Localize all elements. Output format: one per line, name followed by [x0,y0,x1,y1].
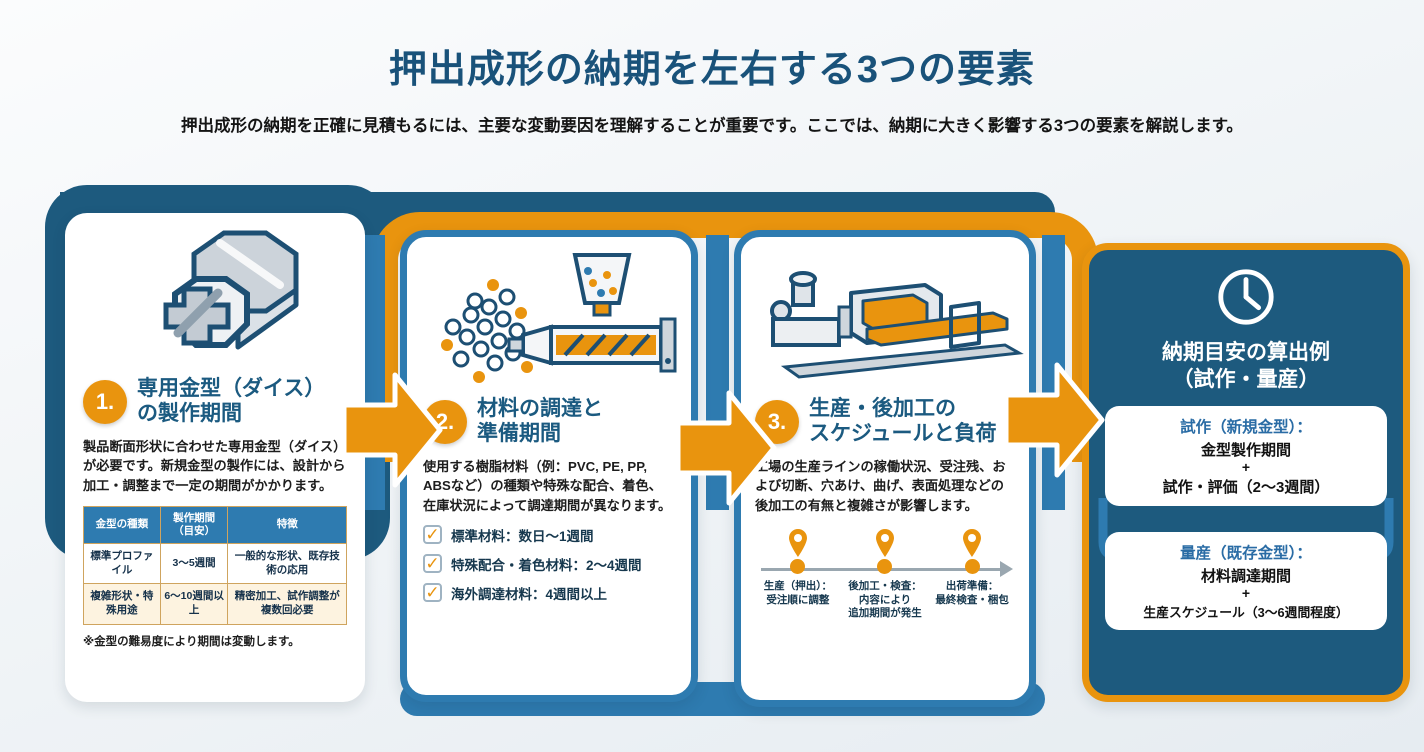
table-header: 特徴 [227,505,347,545]
calc-box-label: 量産（既存金型）： [1180,544,1312,562]
checklist-item: ✓ 標準材料：数日〜1週間 [423,525,675,545]
table-row: 複雑形状・特殊用途 6〜10週間以上 精密加工、試作調整が複数回必要 [83,583,347,625]
timeline-label: 後加工・検査： 内容により 追加期間が発生 [848,579,922,620]
step-number-badge: 1. [83,379,127,424]
card4-title: 納期目安の算出例 （試作・量産） [1162,341,1330,392]
card3-title: 生産・後加工の スケジュールと負荷 [809,397,997,445]
production-timeline: 生産（押出）： 受注順に調整 後加工・検査： 内容により 追加期間が発生 [755,528,1015,636]
check-icon: ✓ [423,525,442,545]
checklist-item: ✓ 海外調達材料：4週間以上 [423,583,675,603]
table-row: 標準プロファイル 3〜5週間 一般的な形状、既存技術の応用 [83,543,347,585]
pellets-extruder-icon [441,253,677,383]
card2-title: 材料の調達と 準備期間 [477,397,603,445]
check-icon: ✓ [423,554,442,574]
timeline-label: 出荷準備： 最終検査・梱包 [935,579,1009,606]
table-header: 製作期間（目安） [159,505,229,545]
timeline-dot [964,558,980,574]
table-header: 金型の種類 [83,505,161,545]
die-icon [163,230,299,350]
checklist-item: ✓ 特殊配合・着色材料：2〜4週間 [423,554,675,574]
die-type-table: 金型の種類 製作期間（目安） 特徴 標準プロファイル 3〜5週間 一般的な形状、… [83,505,347,625]
timeline-stop: 生産（押出）： 受注順に調整 [755,528,841,607]
timeline-stop: 後加工・検査： 内容により 追加期間が発生 [842,528,928,621]
clock-icon [1218,269,1274,325]
card-material-procurement: 2. 材料の調達と 準備期間 使用する樹脂材料（例：PVC, PE, PP, A… [400,230,698,702]
flow-arrow-icon [342,372,443,488]
card1-footnote: ※金型の難易度により期間は変動します。 [83,635,300,648]
card-production-schedule: 3. 生産・後加工の スケジュールと負荷 工場の生産ラインの稼働状況、受注残、お… [734,230,1036,707]
flow-arrow-icon [676,390,777,506]
map-pin-icon [788,528,807,557]
prototype-calc-box: 試作（新規金型）： 金型製作期間 + 試作・評価（2〜3週間） [1105,405,1387,506]
timeline-arrowhead [1000,560,1013,577]
card3-body: 工場の生産ラインの稼働状況、受注残、および切断、穴あけ、曲げ、表面処理などの後加… [755,458,1006,514]
timeline-label: 生産（押出）： 受注順に調整 [763,579,833,606]
card2-body: 使用する樹脂材料（例：PVC, PE, PP, ABSなど）の種類や特殊な配合、… [423,458,672,514]
calc-box-label: 試作（新規金型）： [1180,418,1312,436]
page-title: 押出成形の納期を左右する3つの要素 [388,49,1036,91]
timeline-dot [877,558,893,574]
card-leadtime-example: 納期目安の算出例 （試作・量産） 試作（新規金型）： 金型製作期間 + 試作・評… [1082,243,1410,702]
check-icon: ✓ [423,583,442,603]
map-pin-icon [875,528,894,557]
timeline-stop: 出荷準備： 最終検査・梱包 [929,528,1015,607]
massproduction-calc-box: 量産（既存金型）： 材料調達期間 + 生産スケジュール（3〜6週間程度） [1105,531,1387,630]
card1-title: 専用金型（ダイス） の製作期間 [137,377,326,425]
timeline-dot [790,558,806,574]
card1-body: 製品断面形状に合わせた専用金型（ダイス）が必要です。新規金型の製作には、設計から… [83,438,347,494]
card-die-production: 1. 専用金型（ダイス） の製作期間 製品断面形状に合わせた専用金型（ダイス）が… [65,213,365,702]
page-subtitle: 押出成形の納期を正確に見積もるには、主要な変動要因を理解することが重要です。ここ… [181,117,1243,135]
flow-arrow-icon [1004,362,1105,478]
extrusion-line-icon [770,271,1024,379]
map-pin-icon [963,528,982,557]
